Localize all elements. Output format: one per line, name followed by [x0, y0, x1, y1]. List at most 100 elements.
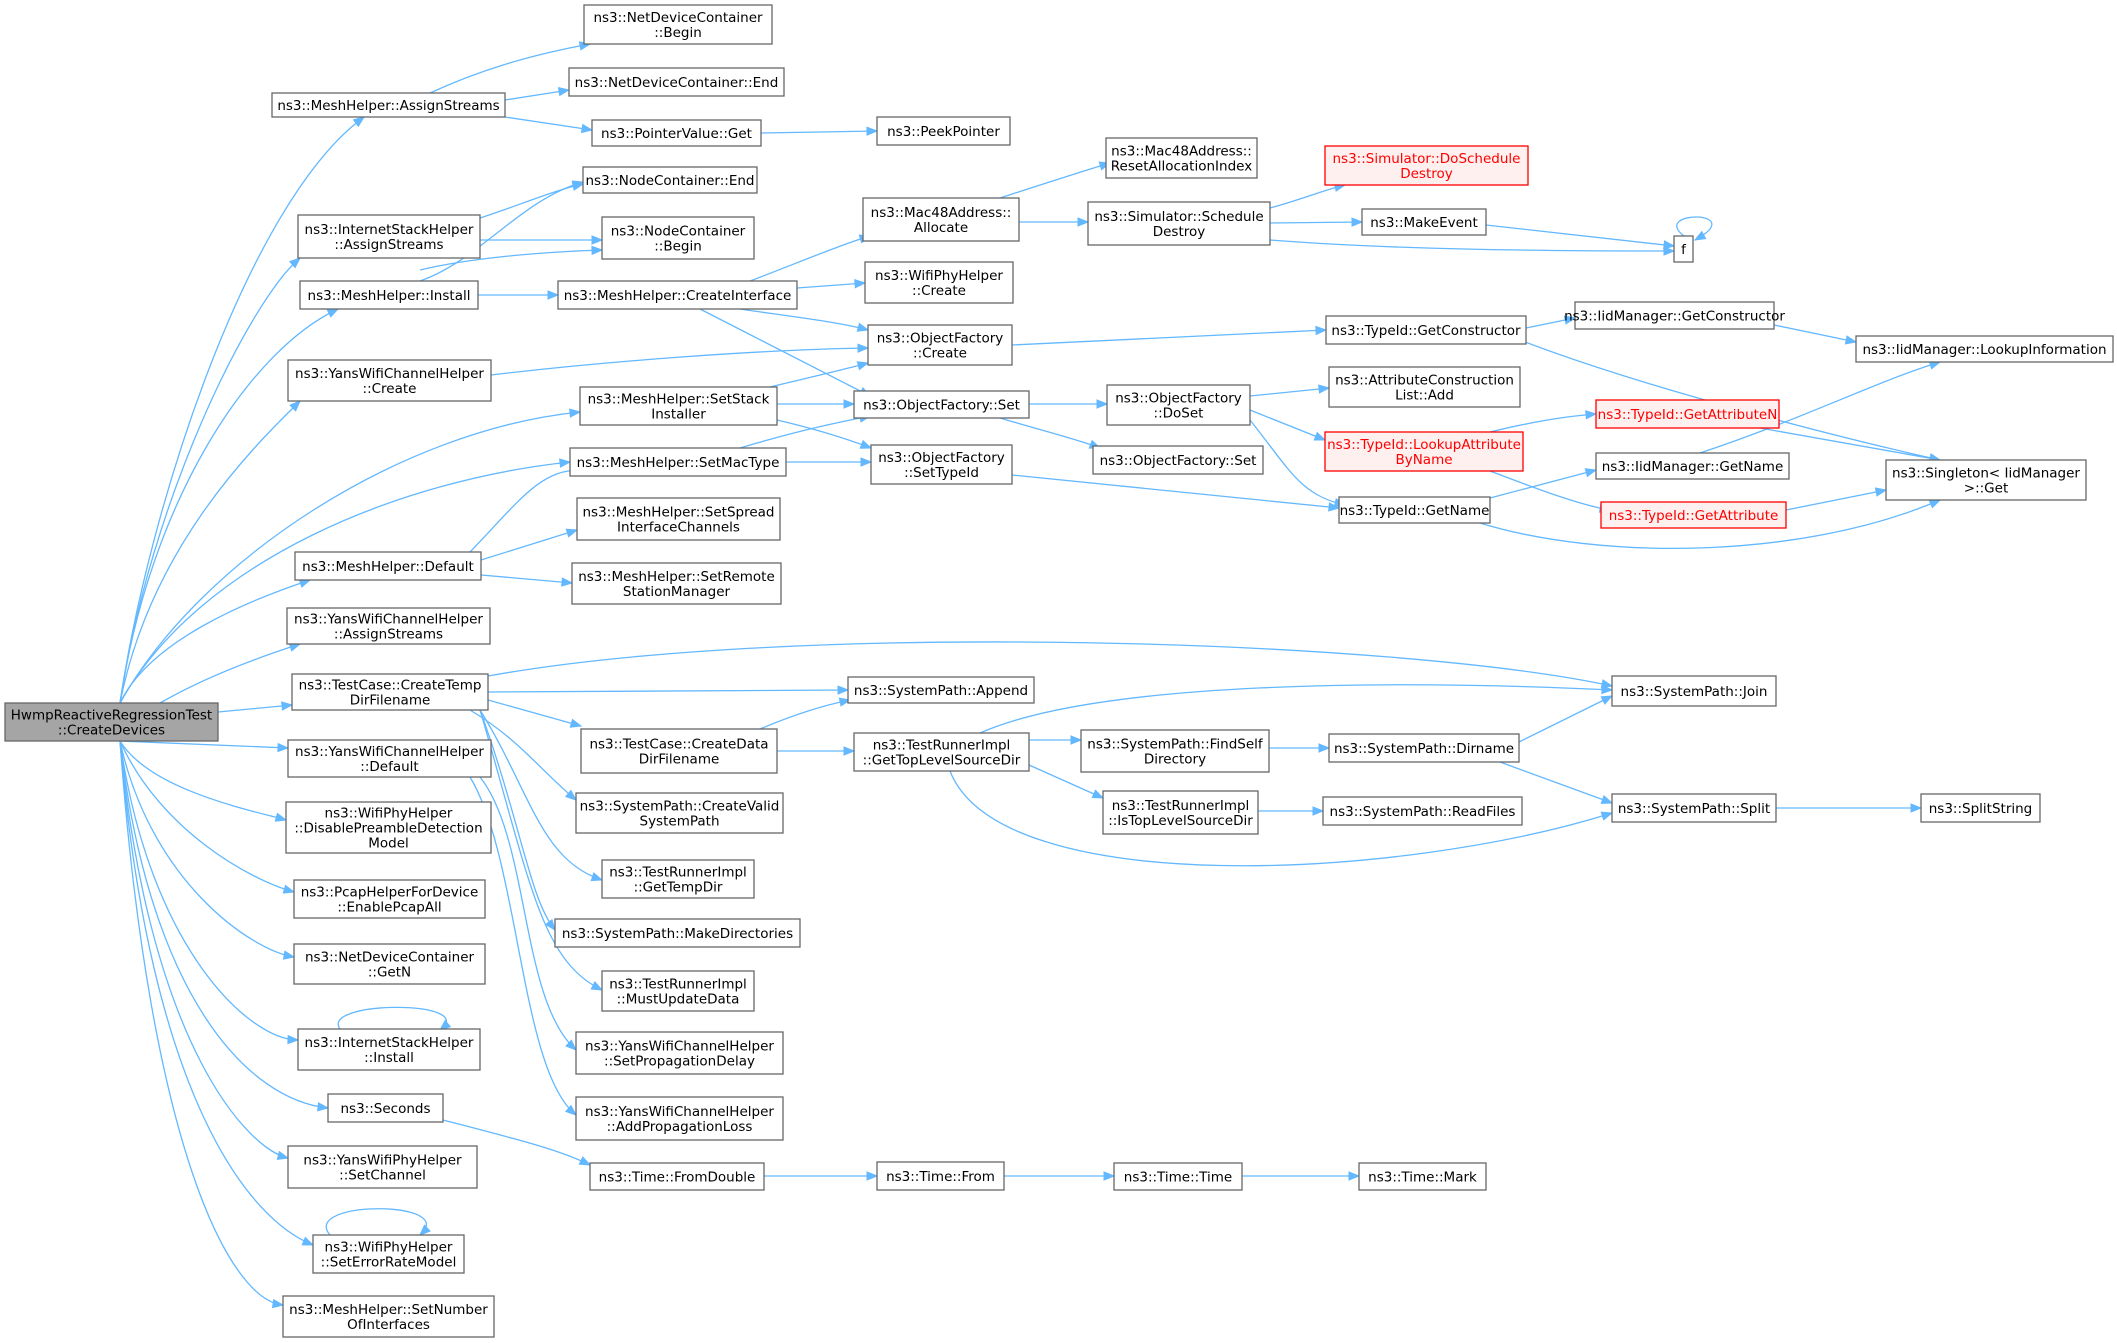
node-box[interactable]: [1324, 431, 1524, 472]
node-box[interactable]: [568, 67, 785, 97]
node-box[interactable]: [1328, 733, 1520, 763]
node-box[interactable]: [576, 497, 781, 541]
node-tri-gettemp[interactable]: ns3::TestRunnerImpl::GetTempDir: [601, 859, 755, 899]
node-time-mark[interactable]: ns3::Time::Mark: [1358, 1162, 1487, 1191]
node-time-fromdouble[interactable]: ns3::Time::FromDouble: [589, 1162, 765, 1191]
node-box[interactable]: [876, 1161, 1005, 1191]
node-splitstring[interactable]: ns3::SplitString: [1920, 793, 2041, 823]
node-box[interactable]: [1885, 459, 2087, 501]
node-tid-getname[interactable]: ns3::TypeId::GetName: [1338, 496, 1491, 524]
node-of-create[interactable]: ns3::ObjectFactory::Create: [867, 324, 1013, 366]
node-wph-create[interactable]: ns3::WifiPhyHelper::Create: [864, 261, 1014, 304]
node-tri-gtlsd[interactable]: ns3::TestRunnerImpl::GetTopLevelSourceDi…: [853, 732, 1030, 772]
node-box[interactable]: [285, 801, 492, 854]
node-ndc-begin[interactable]: ns3::NetDeviceContainer::Begin: [583, 4, 773, 45]
node-box[interactable]: [291, 673, 489, 711]
node-box[interactable]: [862, 197, 1020, 242]
node-box[interactable]: [282, 1295, 495, 1338]
node-ywch-spd[interactable]: ns3::YansWifiChannelHelper::SetPropagati…: [575, 1031, 784, 1075]
node-box[interactable]: [327, 1093, 444, 1123]
node-box[interactable]: [287, 1145, 478, 1189]
node-ish-assign[interactable]: ns3::InternetStackHelper::AssignStreams: [297, 214, 481, 259]
node-box[interactable]: [1611, 793, 1777, 823]
node-of-set2[interactable]: ns3::ObjectFactory::Set: [1092, 445, 1264, 475]
node-box[interactable]: [1595, 452, 1790, 480]
node-box[interactable]: [1102, 790, 1259, 835]
node-box[interactable]: [1113, 1162, 1243, 1191]
node-box[interactable]: [853, 732, 1030, 772]
node-box[interactable]: [1328, 366, 1521, 408]
node-box[interactable]: [601, 216, 755, 260]
node-of-set[interactable]: ns3::ObjectFactory::Set: [853, 390, 1030, 419]
node-box[interactable]: [1855, 335, 2114, 363]
node-box[interactable]: [569, 447, 787, 477]
node-wph-dpdm[interactable]: ns3::WifiPhyHelper::DisablePreambleDetec…: [285, 801, 492, 854]
node-sp-readfiles[interactable]: ns3::SystemPath::ReadFiles: [1322, 796, 1523, 826]
node-makeevent[interactable]: ns3::MakeEvent: [1361, 208, 1487, 236]
node-time-from[interactable]: ns3::Time::From: [876, 1161, 1005, 1191]
node-box[interactable]: [271, 92, 506, 118]
node-box[interactable]: [1322, 796, 1523, 826]
node-box[interactable]: [554, 918, 801, 948]
node-mh-setmac[interactable]: ns3::MeshHelper::SetMacType: [569, 447, 787, 477]
node-singleton-get[interactable]: ns3::Singleton< IidManager>::Get: [1885, 459, 2087, 501]
node-box[interactable]: [294, 551, 482, 581]
node-box[interactable]: [591, 119, 762, 147]
node-box[interactable]: [571, 562, 782, 605]
node-box[interactable]: [601, 859, 755, 899]
node-mh-createif[interactable]: ns3::MeshHelper::CreateInterface: [557, 280, 798, 310]
node-box[interactable]: [582, 166, 758, 194]
node-box[interactable]: [1574, 301, 1775, 330]
node-box[interactable]: [1080, 729, 1270, 773]
node-tid-getattrn[interactable]: ns3::TypeId::GetAttributeN: [1595, 399, 1780, 429]
node-sp-split[interactable]: ns3::SystemPath::Split: [1611, 793, 1777, 823]
node-mac-reset[interactable]: ns3::Mac48Address::ResetAllocationIndex: [1105, 137, 1258, 179]
node-box[interactable]: [1092, 445, 1264, 475]
node-box[interactable]: [575, 1031, 784, 1075]
node-tri-mud[interactable]: ns3::TestRunnerImpl::MustUpdateData: [601, 970, 755, 1012]
node-ywch-apl[interactable]: ns3::YansWifiChannelHelper::AddPropagati…: [575, 1096, 784, 1141]
node-box[interactable]: [864, 261, 1014, 304]
node-box[interactable]: [287, 739, 492, 778]
node-mh-install[interactable]: ns3::MeshHelper::Install: [299, 280, 479, 310]
node-root[interactable]: HwmpReactiveRegressionTest::CreateDevice…: [4, 702, 219, 742]
node-phfd-pcap[interactable]: ns3::PcapHelperForDevice::EnablePcapAll: [293, 879, 486, 919]
node-box[interactable]: [4, 702, 219, 742]
node-sp-makedirs[interactable]: ns3::SystemPath::MakeDirectories: [554, 918, 801, 948]
node-sp-dirname[interactable]: ns3::SystemPath::Dirname: [1328, 733, 1520, 763]
node-box[interactable]: [847, 676, 1035, 704]
node-box[interactable]: [1325, 315, 1527, 345]
node-box[interactable]: [1106, 384, 1251, 426]
node-box[interactable]: [1595, 399, 1780, 429]
node-peek[interactable]: ns3::PeekPointer: [876, 116, 1011, 146]
node-ndc-getn[interactable]: ns3::NetDeviceContainer::GetN: [293, 943, 486, 985]
node-box[interactable]: [580, 728, 778, 774]
node-box[interactable]: [1324, 145, 1529, 186]
node-nc-end[interactable]: ns3::NodeContainer::End: [582, 166, 758, 194]
node-box[interactable]: [1361, 208, 1487, 236]
node-box[interactable]: [1105, 137, 1258, 179]
node-sp-append[interactable]: ns3::SystemPath::Append: [847, 676, 1035, 704]
node-box[interactable]: [293, 943, 486, 985]
node-of-doset[interactable]: ns3::ObjectFactory::DoSet: [1106, 384, 1251, 426]
node-box[interactable]: [1087, 201, 1271, 246]
node-mh-default[interactable]: ns3::MeshHelper::Default: [294, 551, 482, 581]
node-box[interactable]: [870, 444, 1013, 485]
node-seconds[interactable]: ns3::Seconds: [327, 1093, 444, 1123]
node-box[interactable]: [876, 116, 1011, 146]
node-mh-assign[interactable]: ns3::MeshHelper::AssignStreams: [271, 92, 506, 118]
node-ywch-create[interactable]: ns3::YansWifiChannelHelper::Create: [287, 359, 492, 402]
node-box[interactable]: [312, 1234, 465, 1274]
node-time-time[interactable]: ns3::Time::Time: [1113, 1162, 1243, 1191]
node-box[interactable]: [583, 4, 773, 45]
node-box[interactable]: [557, 280, 798, 310]
node-tid-getattr[interactable]: ns3::TypeId::GetAttribute: [1600, 501, 1787, 529]
node-ywch-default[interactable]: ns3::YansWifiChannelHelper::Default: [287, 739, 492, 778]
node-pv-get[interactable]: ns3::PointerValue::Get: [591, 119, 762, 147]
